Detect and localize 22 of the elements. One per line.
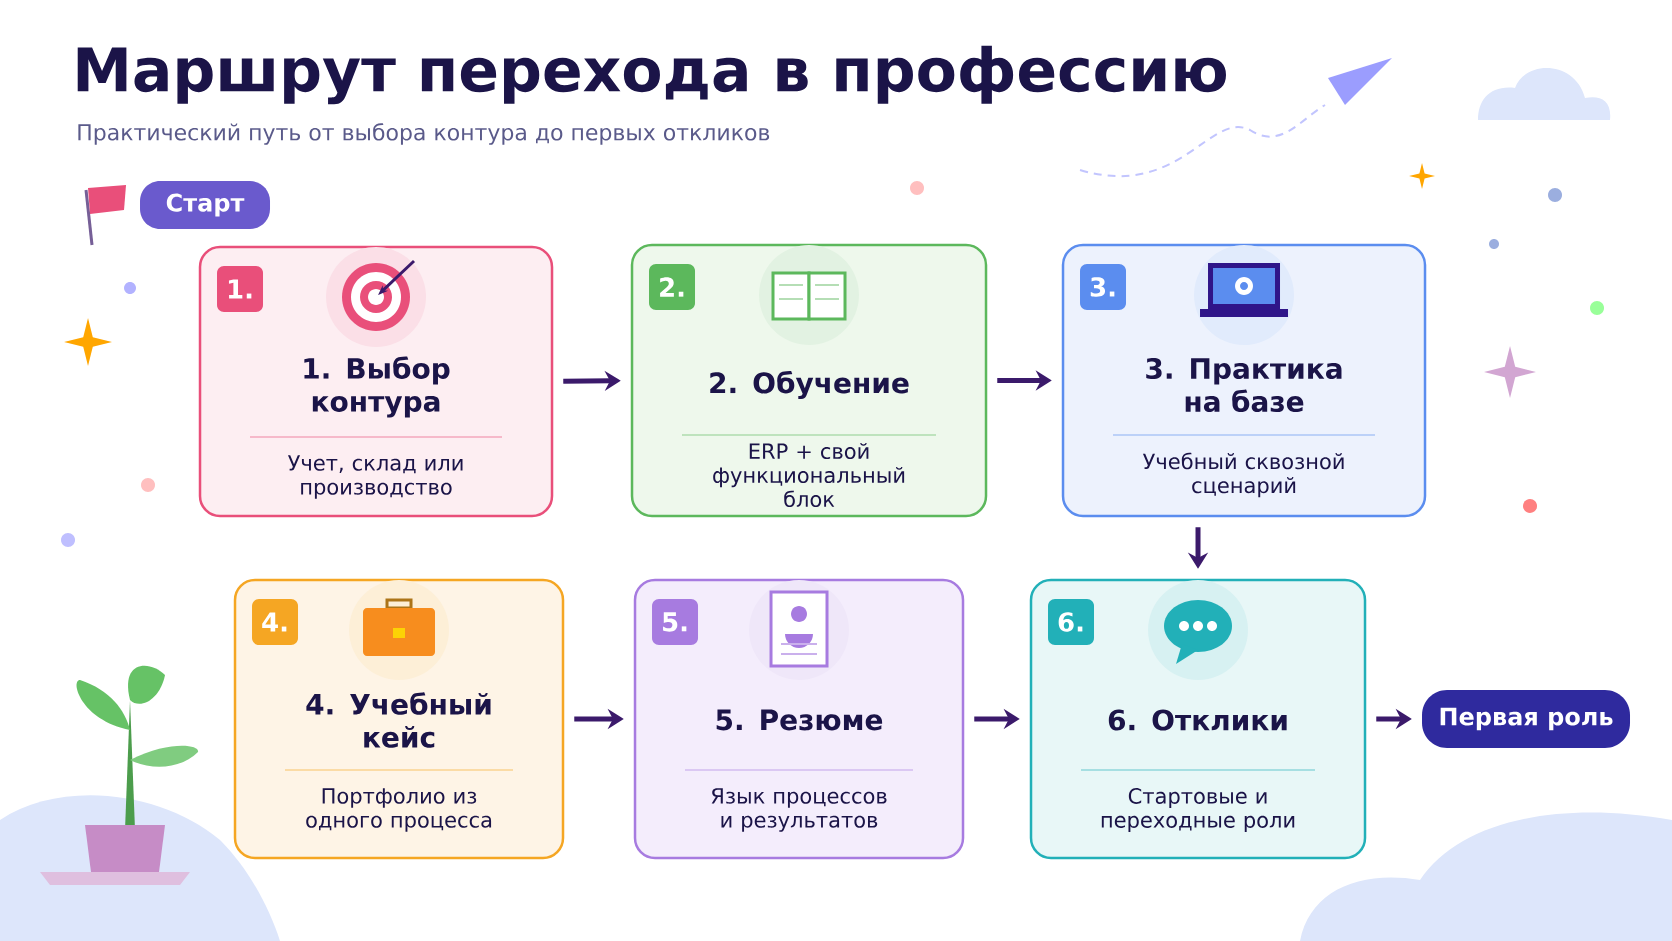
step-number-badge: 4. [252,599,298,645]
step-number-badge: 1. [217,266,263,312]
step-title: 5. Резюме [716,709,883,731]
page-title: Маршрут перехода в профессию [77,45,1226,105]
step-description: Стартовые и переходные роли [1101,788,1295,832]
step-title: 1. Выбор контура [304,356,450,418]
subtitle: Практический путь от выбора контура до первых откликов [78,123,770,145]
step-description: Портфолио из одного процесса [306,788,492,832]
step-description: ERP + свой функциональный блок [713,442,905,508]
finish-badge: Первая роль [1422,690,1630,748]
step-number-badge: 6. [1048,599,1094,645]
step-number-badge: 5. [652,599,698,645]
step-title: 3. Практика на базе [1146,357,1342,413]
step-description: Учебный сквозной сценарий [1142,452,1344,498]
step-number-badge: 2. [649,264,695,310]
start-badge: Старт [140,181,270,229]
step-title: 2. Обучение [710,370,909,400]
step-number-badge: 3. [1080,264,1126,310]
step-title: 6. Отклики [1108,709,1287,731]
step-description: Язык процессов и результатов [711,788,887,832]
step-title: 4. Учебный кейс [306,692,491,748]
step-description: Учет, склад или производство [288,455,463,499]
